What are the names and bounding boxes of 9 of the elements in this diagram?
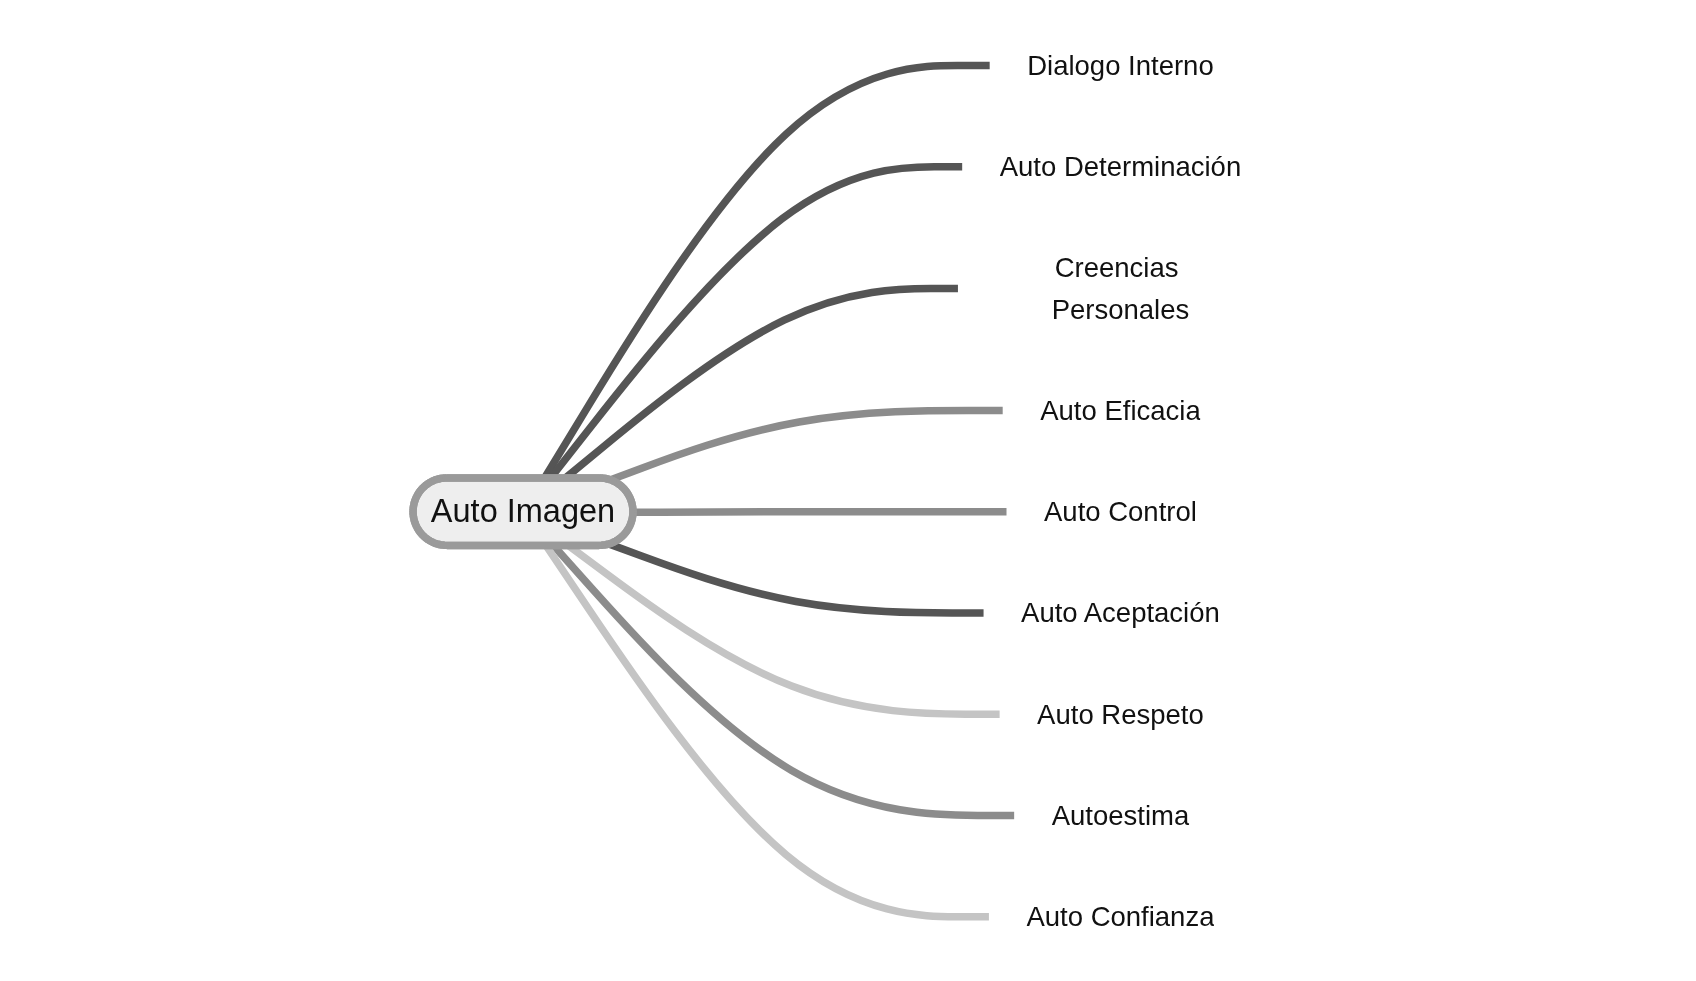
node-text: Autoestima	[1051, 799, 1190, 831]
node-text: Auto Eficacia	[1040, 394, 1201, 426]
node-text: Auto Aceptación	[1021, 596, 1220, 628]
node-text: Creencias Personales	[1051, 251, 1190, 325]
node-text: Dialogo Interno	[1027, 49, 1214, 81]
node-text: Auto Respeto	[1037, 698, 1204, 730]
node-text: Auto Confianza	[1026, 900, 1215, 932]
node-text: Auto Control	[1044, 495, 1197, 527]
node-text: Auto Determinación	[999, 150, 1242, 182]
